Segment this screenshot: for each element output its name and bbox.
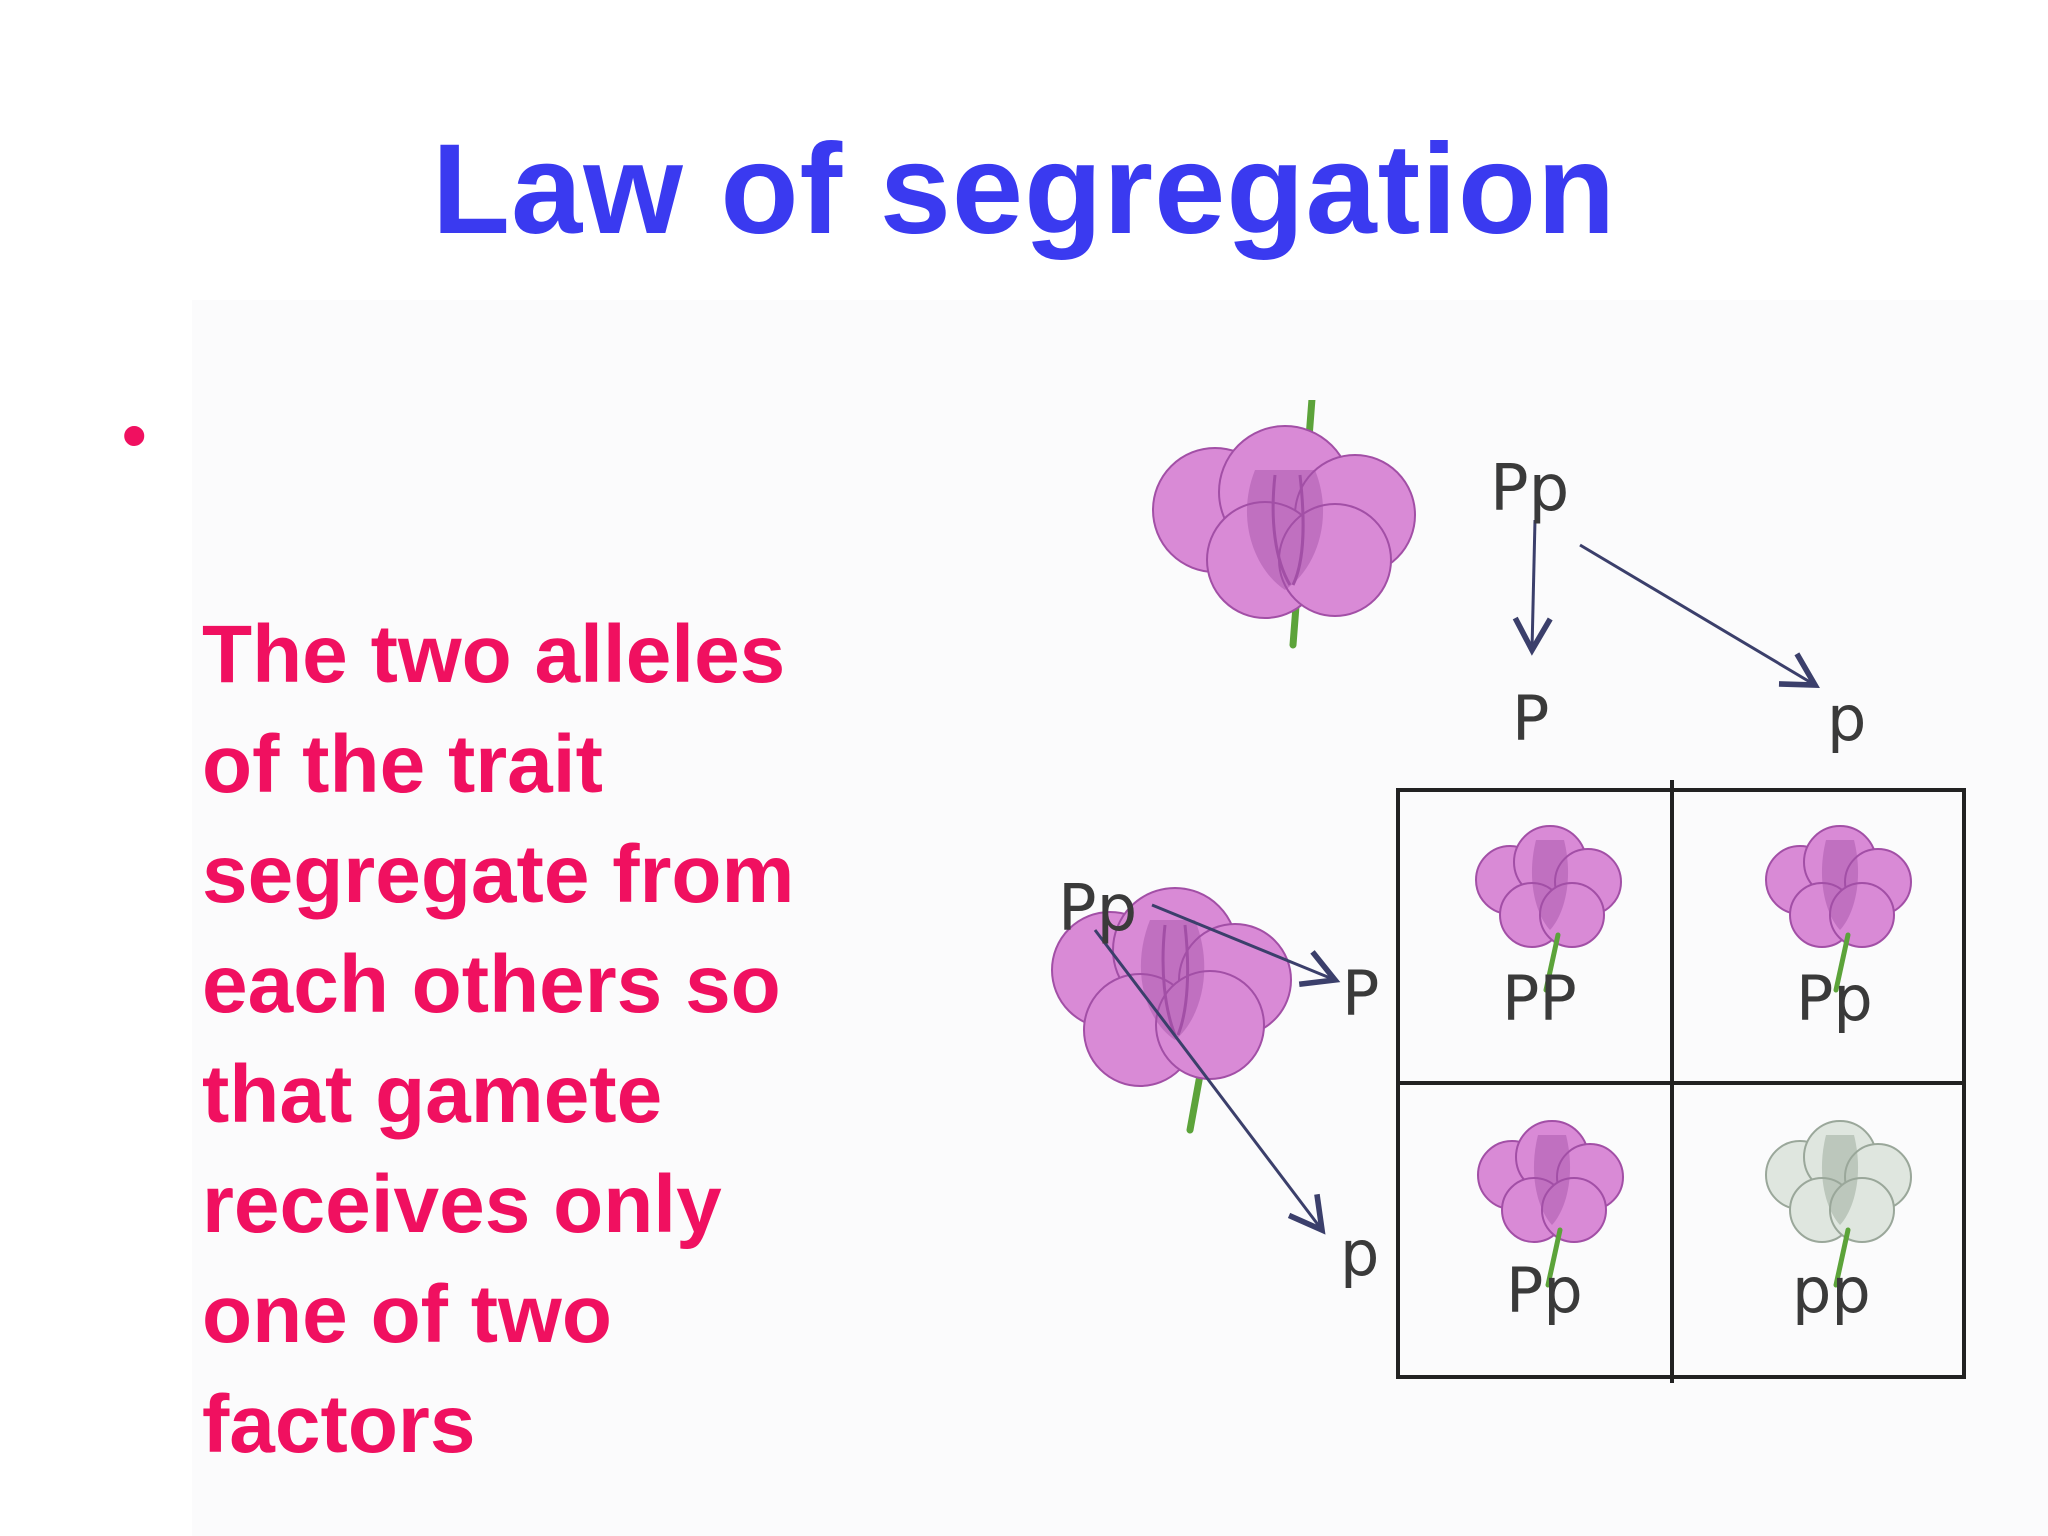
punnett-grid: [1396, 780, 1966, 1383]
offspring-flower-icon: [1765, 825, 1912, 993]
offspring-genotype: Pp: [1506, 1254, 1583, 1327]
slide-title: Law of segregation: [431, 118, 1617, 261]
gamete-top-label: P: [1512, 682, 1549, 755]
arrow-top-to-p: [1579, 543, 1820, 688]
bullet-dot: •: [122, 396, 147, 474]
offspring-flower-white-icon: [1765, 1120, 1912, 1288]
parent-left-genotype: Pp: [1058, 872, 1137, 946]
arrow-left-to-P: [1151, 903, 1341, 988]
bullet-item: • The two alleles of the trait segregate…: [120, 380, 920, 1480]
punnett-square-diagram: Pp Pp P p P p PP Pp Pp pp: [1040, 400, 1980, 1400]
bullet-text: The two alleles of the trait segregate f…: [202, 609, 795, 1470]
parent-left-flower-icon: [1051, 887, 1292, 1134]
bullet-list: • The two alleles of the trait segregate…: [120, 380, 920, 1480]
gamete-top-label: p: [1827, 682, 1866, 755]
offspring-genotype: PP: [1502, 962, 1577, 1035]
parent-top-flower-icon: [1152, 400, 1416, 649]
offspring-flower-icon: [1475, 825, 1622, 993]
parent-top-genotype: Pp: [1490, 452, 1569, 526]
gamete-left-label: p: [1340, 1217, 1379, 1290]
arrow-top-to-P: [1512, 519, 1553, 656]
offspring-genotype: pp: [1792, 1254, 1871, 1327]
offspring-flower-icon: [1477, 1120, 1624, 1288]
gamete-left-label: P: [1342, 957, 1379, 1030]
offspring-genotype: Pp: [1796, 962, 1873, 1035]
arrow-left-to-p: [1093, 929, 1326, 1235]
